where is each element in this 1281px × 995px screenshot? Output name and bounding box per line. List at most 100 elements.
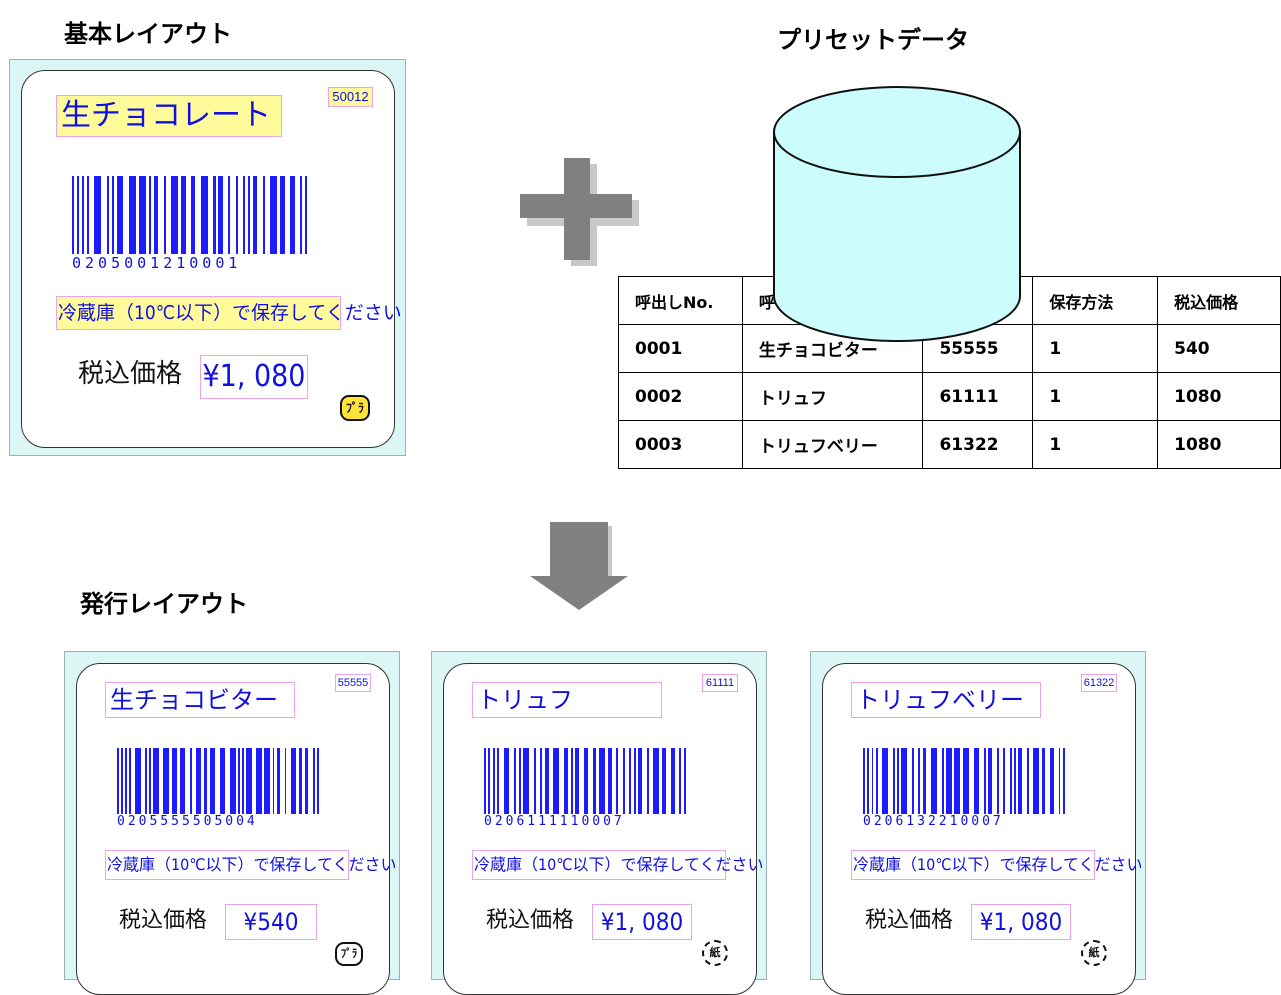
barcode-bar <box>918 748 921 814</box>
issued-3-storage-note: 冷蔵庫（10℃以下）で保存してください <box>851 850 1143 880</box>
table-row: 0001 生チョコビター 55555 1 540 <box>618 324 1281 373</box>
table-cell: 0003 <box>618 420 743 469</box>
issued-2-product-name: トリュフ <box>472 682 662 718</box>
barcode-bar <box>653 748 660 814</box>
issued-3-price: ¥1, 080 <box>971 904 1071 940</box>
barcode-bar <box>1003 748 1006 814</box>
barcode-bar <box>683 748 686 814</box>
barcode-bar <box>272 748 275 814</box>
barcode-bar <box>484 748 486 814</box>
barcode-bar <box>121 748 123 814</box>
issued-2-barcode-digits: 0206111110007 <box>484 814 625 829</box>
barcode-bar <box>181 176 186 254</box>
issued-3-product-code: 61322 <box>1081 674 1117 692</box>
barcode-bar <box>129 748 131 814</box>
barcode-bar <box>256 748 262 814</box>
barcode-bar <box>661 748 666 814</box>
table-cell: トリュフ <box>741 372 924 421</box>
barcode-bar <box>564 748 569 814</box>
barcode-bar <box>544 748 549 814</box>
issued-3-barcode-digits: 0206132210007 <box>863 814 1004 829</box>
barcode-bar <box>298 748 303 814</box>
issued-1-product-name: 生チョコビター <box>105 682 295 718</box>
barcode-bar <box>270 176 278 254</box>
table-cell: 1 <box>1032 420 1159 469</box>
barcode-bar <box>145 748 148 814</box>
barcode-bar <box>305 176 308 254</box>
issued-3-tax-label: 税込価格 <box>865 908 954 933</box>
barcode-bar <box>290 176 295 254</box>
barcode-bar <box>931 748 937 814</box>
barcode-bar <box>116 176 124 254</box>
barcode-bar <box>125 748 127 814</box>
barcode-bar <box>901 748 907 814</box>
barcode-bar <box>248 176 251 254</box>
barcode-bar <box>163 176 166 254</box>
barcode-bar <box>246 748 252 814</box>
database-icon <box>773 86 1021 342</box>
barcode-bar <box>633 748 636 814</box>
table-cell: 1 <box>1032 324 1159 373</box>
table-cell: 1 <box>1032 372 1159 421</box>
barcode-bar <box>670 748 675 814</box>
issued-1-storage-note: 冷蔵庫（10℃以下）で保存してください <box>105 850 397 880</box>
table-header: 呼出しNo. <box>618 276 743 325</box>
issued-label-2: トリュフ 61111 0206111110007 冷蔵庫（10℃以下）で保存して… <box>431 651 767 995</box>
table-row: 0003 トリュフベリー 61322 1 1080 <box>618 420 1281 469</box>
barcode-bar <box>262 176 266 254</box>
barcode-bar <box>988 748 993 814</box>
barcode-bar <box>230 748 236 814</box>
barcode-bar <box>492 748 495 814</box>
table-header: 保存方法 <box>1032 276 1159 325</box>
barcode-bar <box>622 748 625 814</box>
issued-label-3: トリュフベリー 61322 0206132210007 冷蔵庫（10℃以下）で保… <box>810 651 1146 995</box>
barcode-bar <box>867 748 870 814</box>
barcode-bar <box>290 748 297 814</box>
table-cell: 61111 <box>922 372 1034 421</box>
table-cell: トリュフベリー <box>741 420 924 469</box>
barcode-bar <box>252 176 258 254</box>
barcode-bar <box>72 176 75 254</box>
barcode-bar <box>76 176 80 254</box>
barcode-bar <box>195 748 202 814</box>
barcode-bar <box>533 748 536 814</box>
issued-2-product-code: 61111 <box>702 674 738 692</box>
base-label-inner: 生チョコレート 50012 0205001210001 冷蔵庫（10℃以下）で保… <box>21 70 402 448</box>
barcode-bar <box>153 176 159 254</box>
barcode-bar <box>911 748 914 814</box>
paper-recycle-icon: 紙 <box>702 940 728 966</box>
barcode-bar <box>238 748 240 814</box>
barcode-bar <box>94 176 101 254</box>
barcode-bar <box>200 176 208 254</box>
plastic-recycle-icon: ﾌﾟﾗ <box>340 395 370 421</box>
barcode-bar <box>1026 748 1029 814</box>
barcode-bar <box>553 748 560 814</box>
barcode-bar <box>941 748 944 814</box>
barcode-bar <box>1009 748 1012 814</box>
barcode-bar <box>81 176 85 254</box>
barcode-bar <box>882 748 888 814</box>
issued-3-product-name: トリュフベリー <box>851 682 1041 718</box>
barcode-bar <box>153 748 159 814</box>
table-row: 0002 トリュフ 61111 1 1080 <box>618 372 1281 421</box>
issued-label-2-inner: トリュフ 61111 0206111110007 冷蔵庫（10℃以下）で保存して… <box>443 663 764 995</box>
barcode-bar <box>592 748 597 814</box>
preset-data-table: 呼出しNo. 呼 保存方法 税込価格 0001 生チョコビター 55555 1 … <box>618 276 1281 469</box>
barcode-bar <box>300 176 303 254</box>
issued-3-barcode <box>863 748 1067 814</box>
barcode-bar <box>607 748 612 814</box>
issued-1-tax-label: 税込価格 <box>119 908 208 933</box>
barcode-bar <box>189 748 192 814</box>
barcode-bar <box>218 176 223 254</box>
paper-recycle-icon: 紙 <box>1081 940 1107 966</box>
issued-label-1-inner: 生チョコビター 55555 0205555505004 冷蔵庫（10℃以下）で保… <box>76 663 397 995</box>
issued-2-tax-label: 税込価格 <box>486 908 575 933</box>
barcode-bar <box>514 748 517 814</box>
barcode-bar <box>540 748 543 814</box>
barcode-bar <box>106 176 109 254</box>
barcode-bar <box>892 748 895 814</box>
issued-1-price: ¥540 <box>225 904 317 940</box>
barcode-bar <box>518 748 521 814</box>
issued-label-1: 生チョコビター 55555 0205555505004 冷蔵庫（10℃以下）で保… <box>64 651 400 995</box>
barcode-bar <box>191 176 196 254</box>
